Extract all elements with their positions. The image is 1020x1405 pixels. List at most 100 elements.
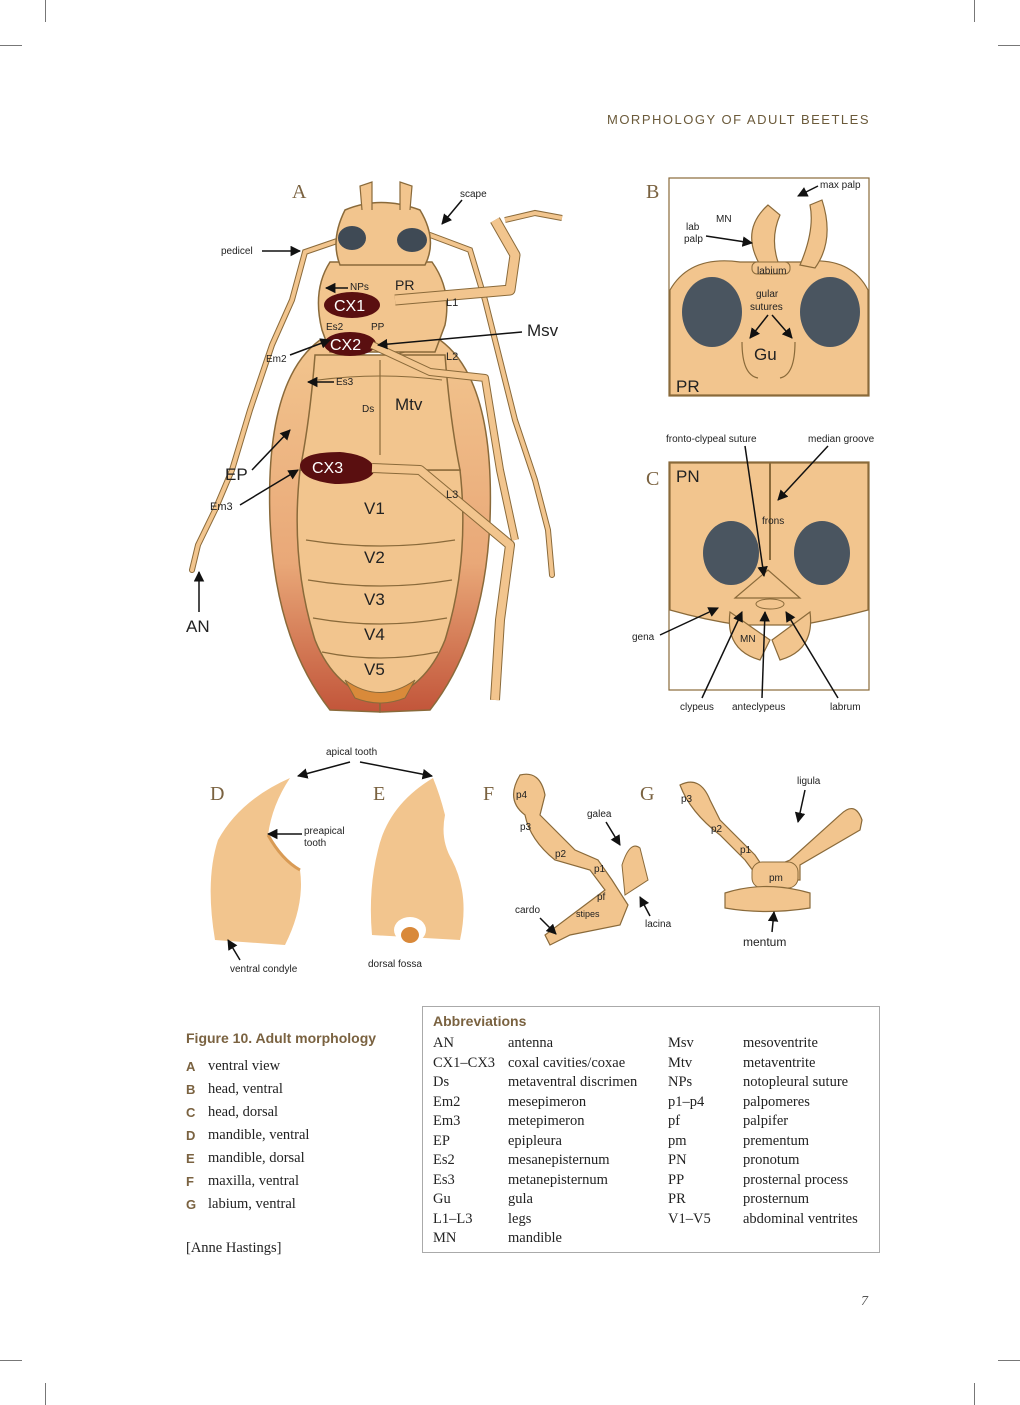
abbr-code: Mtv bbox=[668, 1054, 693, 1071]
caption-key: A bbox=[186, 1059, 196, 1074]
abbr-code: Es3 bbox=[433, 1171, 455, 1188]
label-labrum: labrum bbox=[830, 702, 861, 713]
crop-mark bbox=[0, 1360, 22, 1361]
label-v2: V2 bbox=[364, 548, 385, 567]
coxa-2 bbox=[324, 332, 376, 356]
label-lab: lab bbox=[686, 222, 700, 233]
panel-g: G p3 p2 p1 ligula pm mentum bbox=[640, 776, 863, 949]
label-v1: V1 bbox=[364, 499, 385, 518]
abbr-meaning: prosternal process bbox=[743, 1171, 849, 1188]
label-cx3: CX3 bbox=[312, 460, 343, 477]
label-l3: L3 bbox=[446, 489, 458, 501]
panel-d-e: apical tooth D preapical tooth ventral c… bbox=[210, 747, 464, 975]
maxilla bbox=[513, 773, 629, 946]
eye-left bbox=[338, 226, 366, 250]
panel-letter-d: D bbox=[210, 783, 224, 805]
caption-key: B bbox=[186, 1082, 196, 1097]
label-gu: Gu bbox=[754, 345, 777, 364]
label-anteclypeus: anteclypeus bbox=[732, 702, 785, 713]
coxa-3 bbox=[300, 452, 375, 484]
label-cx2: CX2 bbox=[330, 337, 361, 354]
label-nps: NPs bbox=[350, 282, 369, 293]
label-p3: p3 bbox=[520, 822, 532, 833]
coxa-1 bbox=[324, 292, 380, 318]
abbreviations-title: Abbreviations bbox=[433, 1013, 527, 1029]
label-p1: p1 bbox=[740, 845, 752, 856]
eye-right bbox=[397, 228, 427, 252]
panel-letter-e: E bbox=[373, 783, 385, 805]
label-galea: galea bbox=[587, 809, 612, 820]
label-gular: gular bbox=[756, 289, 779, 300]
label-apical-tooth: apical tooth bbox=[326, 747, 377, 758]
eye-right bbox=[800, 277, 860, 347]
label-ventral-condyle: ventral condyle bbox=[230, 964, 298, 975]
eye-right bbox=[794, 521, 850, 585]
label-frons: frons bbox=[762, 516, 784, 527]
abbr-code: CX1–CX3 bbox=[433, 1054, 496, 1071]
label-fronto-clypeal-suture: fronto-clypeal suture bbox=[666, 434, 757, 445]
label-max-palp: max palp bbox=[820, 180, 861, 191]
illustrator-credit: [Anne Hastings] bbox=[186, 1240, 282, 1256]
label-pedicel: pedicel bbox=[221, 246, 253, 257]
mandible-ventral bbox=[210, 778, 301, 945]
crop-mark bbox=[45, 0, 46, 22]
panel-letter-a: A bbox=[292, 181, 307, 203]
label-pr: PR bbox=[395, 277, 414, 293]
abbr-meaning: palpifer bbox=[743, 1113, 789, 1129]
label-clypeus: clypeus bbox=[680, 702, 714, 713]
abbr-code: pm bbox=[668, 1132, 687, 1149]
caption-text: head, dorsal bbox=[208, 1104, 279, 1120]
label-v3: V3 bbox=[364, 590, 385, 609]
abbr-code: PP bbox=[668, 1171, 685, 1188]
label-pp: PP bbox=[371, 322, 385, 333]
abbr-code: Em2 bbox=[433, 1093, 461, 1110]
label-tooth: tooth bbox=[304, 838, 326, 849]
crop-mark bbox=[45, 1383, 46, 1405]
abbr-meaning: metepimeron bbox=[508, 1113, 585, 1129]
crop-mark bbox=[974, 0, 975, 22]
panel-f: F p4 p3 p2 p1 galea pf cardo stipes laci… bbox=[483, 773, 672, 946]
label-v4: V4 bbox=[364, 625, 385, 644]
label-scape: scape bbox=[460, 189, 487, 200]
abbr-meaning: legs bbox=[508, 1210, 532, 1227]
label-cardo: cardo bbox=[515, 905, 540, 916]
label-mtv: Mtv bbox=[395, 395, 423, 414]
abbr-code: AN bbox=[433, 1035, 454, 1051]
label-p2: p2 bbox=[555, 849, 567, 860]
abbr-code: NPs bbox=[668, 1074, 693, 1090]
abbr-meaning: pronotum bbox=[743, 1152, 800, 1168]
caption-text: head, ventral bbox=[208, 1081, 283, 1097]
caption-key: E bbox=[186, 1151, 195, 1166]
panel-letter-b: B bbox=[646, 181, 659, 203]
caption-key: C bbox=[186, 1105, 196, 1120]
label-pf: pf bbox=[597, 892, 606, 903]
abbr-code: Ds bbox=[433, 1074, 450, 1090]
label-an: AN bbox=[186, 617, 210, 636]
label-gena: gena bbox=[632, 632, 655, 643]
abbr-code: PR bbox=[668, 1191, 686, 1207]
abbr-meaning: palpomeres bbox=[743, 1093, 810, 1110]
panel-letter-c: C bbox=[646, 468, 659, 490]
label-preapical: preapical bbox=[304, 826, 345, 837]
morphology-figure: A s bbox=[186, 177, 875, 975]
abbr-meaning: mandible bbox=[508, 1230, 562, 1246]
abbr-code: L1–L3 bbox=[433, 1210, 473, 1227]
abbr-meaning: notopleural suture bbox=[743, 1074, 849, 1090]
label-pm: pm bbox=[769, 873, 783, 884]
abbr-code: MN bbox=[433, 1230, 457, 1246]
label-ds: Ds bbox=[362, 404, 374, 415]
abbr-code: V1–V5 bbox=[668, 1210, 711, 1227]
label-pr: PR bbox=[676, 377, 700, 396]
figure-title: Figure 10. Adult morphology bbox=[186, 1030, 377, 1046]
abbr-meaning: metaventrite bbox=[743, 1054, 816, 1071]
label-p1: p1 bbox=[594, 864, 606, 875]
page-number: 7 bbox=[861, 1294, 868, 1309]
abbr-code: PN bbox=[668, 1152, 687, 1168]
